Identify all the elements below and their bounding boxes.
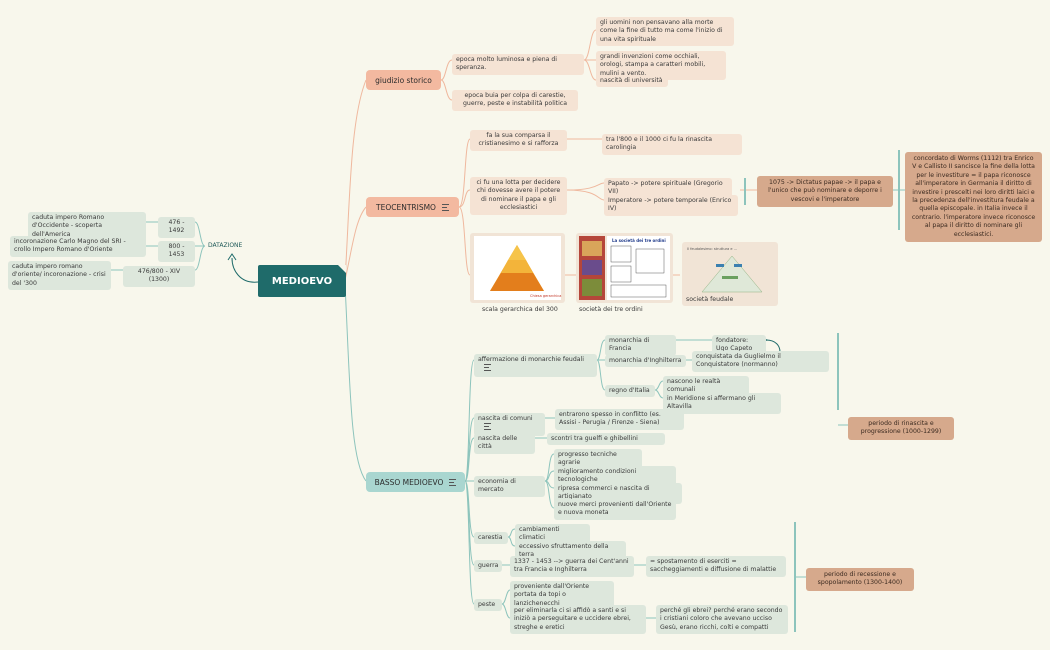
date-476-800-xiv[interactable]: 476/800 - XIV (1300) [123, 266, 195, 287]
carestia-detail-1[interactable]: cambiamenti climatici [515, 524, 590, 545]
teo-dictatus[interactable]: 1075 -> Dictatus papae -> il papa e l'un… [757, 176, 893, 208]
teo-papato[interactable]: Papato -> potere spirituale (Gregorio VI… [604, 178, 732, 199]
monarchie-feudali[interactable]: affermazione di monarchie feudali [474, 354, 597, 377]
pyramid-image: Chiesa gerarchica [474, 236, 561, 300]
notes-icon [484, 423, 491, 431]
guerra[interactable]: guerra [474, 560, 502, 573]
italia-altavilla[interactable]: in Meridione si affermano gli Altavilla [663, 393, 781, 414]
date-800-1453[interactable]: 800 - 1453 [158, 241, 195, 262]
main-topic[interactable]: MEDIOEVO [258, 265, 346, 297]
feudal-image: Il feudalesimo: struttura e ... [687, 247, 763, 293]
notes-icon [449, 478, 457, 486]
giudizio-luminosa[interactable]: epoca molto luminosa e piena di speranza… [452, 54, 584, 75]
economia-detail-2[interactable]: miglioramento condizioni tecnologiche [554, 466, 676, 487]
teo-cristianesimo[interactable]: fa la sua comparsa il cristianesimo e si… [470, 130, 567, 151]
three-orders-inner-title: La società dei tre ordini [612, 238, 666, 243]
desc-476-800-xiv[interactable]: caduta impero romano d'oriente/ incorona… [8, 261, 111, 291]
three-orders-image: La società dei tre ordini [579, 236, 670, 300]
giudizio-buia[interactable]: epoca buia per colpa di carestie, guerre… [452, 90, 578, 111]
main-topic-fold [338, 265, 346, 273]
basso-label: BASSO MEDIOEVO [374, 477, 444, 487]
carestia[interactable]: carestia [474, 532, 508, 545]
desc-800-1453[interactable]: incoronazione Carlo Magno del SRI - crol… [10, 236, 146, 257]
monarchie-label: affermazione di monarchie feudali [478, 356, 584, 363]
notes-icon [441, 203, 449, 211]
image-societa-feudale[interactable]: Il feudalesimo: struttura e ... [682, 242, 778, 306]
image-tre-ordini[interactable]: La società dei tre ordini [576, 233, 673, 303]
main-title: MEDIOEVO [271, 275, 333, 287]
nascita-comuni[interactable]: nascita di comuni [474, 413, 545, 436]
economia-detail-4[interactable]: nuove merci provenienti dall'Oriente e n… [554, 499, 676, 520]
teo-impero[interactable]: Imperatore -> potere temporale (Enrico I… [604, 195, 738, 216]
teo-lotta[interactable]: ci fu una lotta per decidere chi dovesse… [470, 177, 567, 215]
inghilterra-detail[interactable]: conquistata da Guglielmo il Conquistator… [692, 351, 829, 372]
citta-detail[interactable]: scontri tra guelfi e ghibellini [547, 433, 665, 446]
peste-ebrei[interactable]: perché gli ebrei? perché erano secondo i… [656, 605, 788, 635]
guerra-effect[interactable]: = spostamento di eserciti = saccheggiame… [646, 556, 786, 577]
teocentrismo-topic[interactable]: TEOCENTRISMO [366, 197, 459, 217]
teo-worms[interactable]: concordato di Worms (1112) tra Enrico V … [905, 152, 1042, 243]
monarchia-inghilterra[interactable]: monarchia d'Inghilterra [605, 355, 686, 368]
comuni-label: nascita di comuni [478, 415, 533, 422]
caption-scala: scala gerarchica del 300 [482, 306, 558, 313]
luminosa-detail-1[interactable]: gli uomini non pensavano alla morte come… [596, 17, 734, 47]
periodo-recessione[interactable]: periodo di recessione e spopolamento (13… [806, 568, 914, 591]
giudizio-topic[interactable]: giudizio storico [366, 70, 441, 90]
caption-tre-ordini: società dei tre ordini [579, 306, 643, 313]
luminosa-detail-3[interactable]: nascità di università [596, 75, 668, 88]
caption-feudale: società feudale [686, 296, 734, 303]
peste-detail-2[interactable]: per eliminarla ci si affidò a santi e si… [510, 605, 646, 635]
guerra-detail[interactable]: 1337 - 1453 --> guerra dei Cent'anni tra… [510, 556, 634, 577]
image-scala-gerarchica[interactable]: Chiesa gerarchica [470, 233, 565, 303]
periodo-rinascita[interactable]: periodo di rinascita e progressione (100… [848, 417, 954, 440]
teo-rinascita[interactable]: tra l'800 e il 1000 ci fu la rinascita c… [602, 134, 742, 155]
monarchia-francia[interactable]: monarchia di Francia [605, 335, 676, 356]
regno-italia[interactable]: regno d'Italia [605, 385, 655, 398]
date-476-1492[interactable]: 476 - 1492 [158, 217, 195, 238]
economia-detail-3[interactable]: ripresa commerci e nascita di artigianat… [554, 483, 682, 504]
nascita-citta[interactable]: nascita delle città [474, 433, 535, 454]
francia-detail[interactable]: fondatore: Ugo Capeto [712, 335, 766, 356]
economia-mercato[interactable]: economia di mercato [474, 476, 545, 497]
feudal-inner-title: Il feudalesimo: struttura e ... [687, 247, 737, 251]
peste[interactable]: peste [474, 599, 502, 612]
giudizio-label: giudizio storico [375, 75, 432, 85]
italia-comunali[interactable]: nascono le realtà comunali [663, 376, 749, 397]
pyramid-inner-label: Chiesa gerarchica [530, 294, 561, 298]
datazione-label[interactable]: DATAZIONE [208, 242, 243, 249]
basso-medioevo-topic[interactable]: BASSO MEDIOEVO [366, 472, 465, 492]
notes-icon [484, 364, 491, 372]
economia-detail-1[interactable]: progresso tecniche agrarie [554, 449, 642, 470]
comuni-detail[interactable]: entrarono spesso in conflitto (es. Assis… [555, 409, 684, 430]
teocentrismo-label: TEOCENTRISMO [376, 202, 436, 212]
